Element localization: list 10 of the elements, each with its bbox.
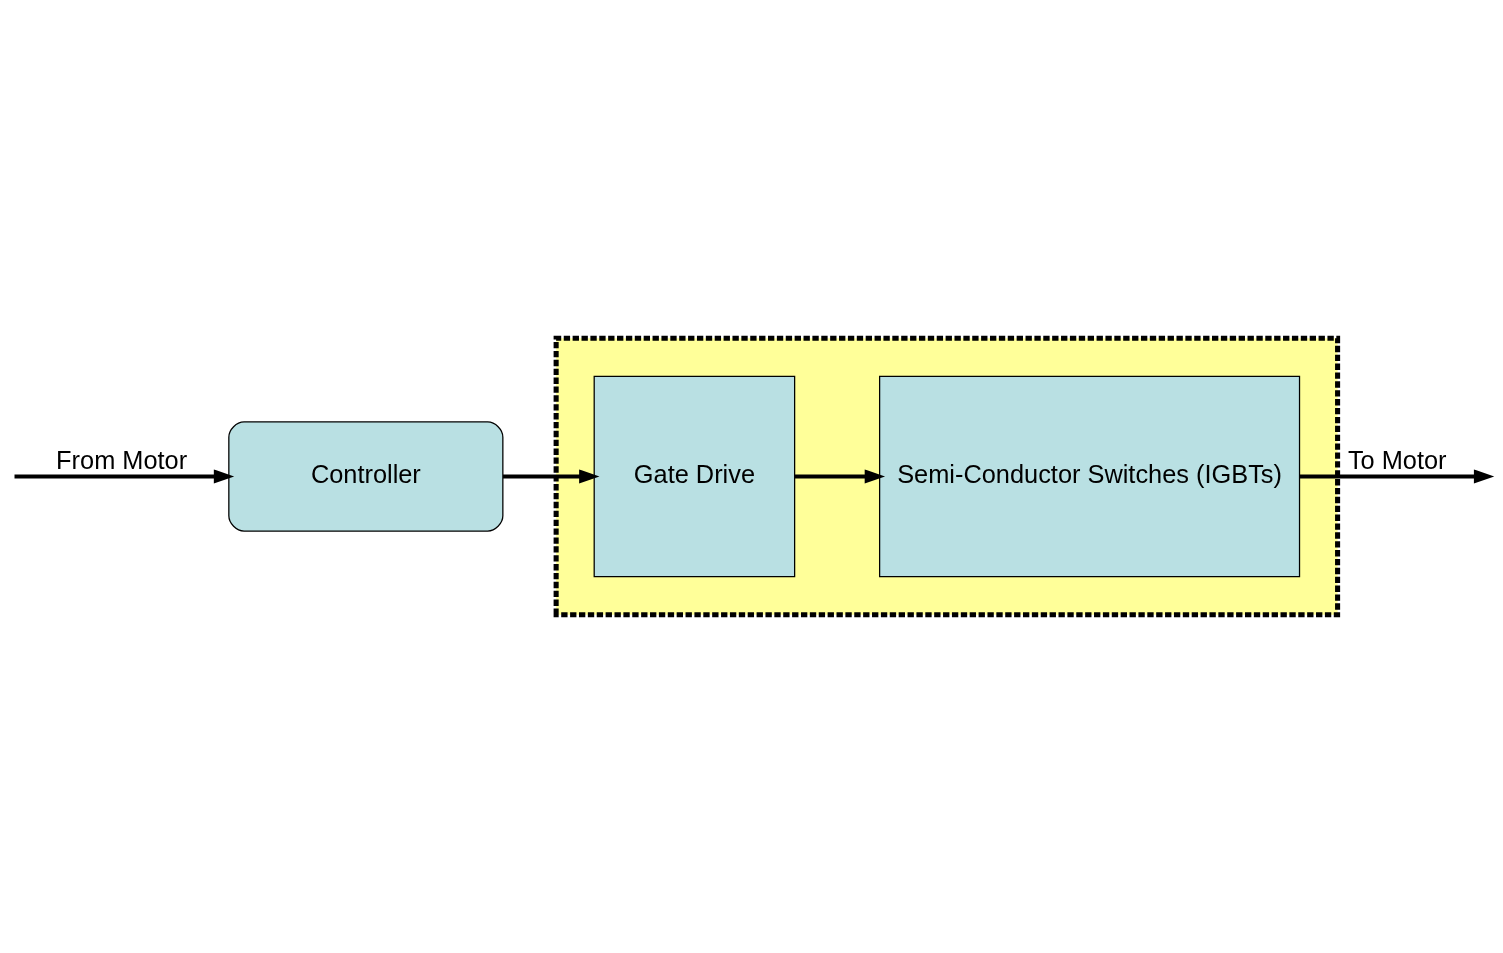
edge-label: From Motor [56, 445, 188, 474]
cluster [553, 335, 1341, 618]
node-box: Gate Drive [593, 375, 796, 578]
arrow [503, 469, 600, 484]
edge-label: To Motor [1347, 445, 1447, 474]
arrow [14, 469, 235, 484]
arrow [1299, 469, 1495, 484]
arrow [794, 469, 886, 484]
node-box: Controller [228, 421, 504, 532]
node-box: Semi-Conductor Switches (IGBTs) [879, 375, 1301, 578]
